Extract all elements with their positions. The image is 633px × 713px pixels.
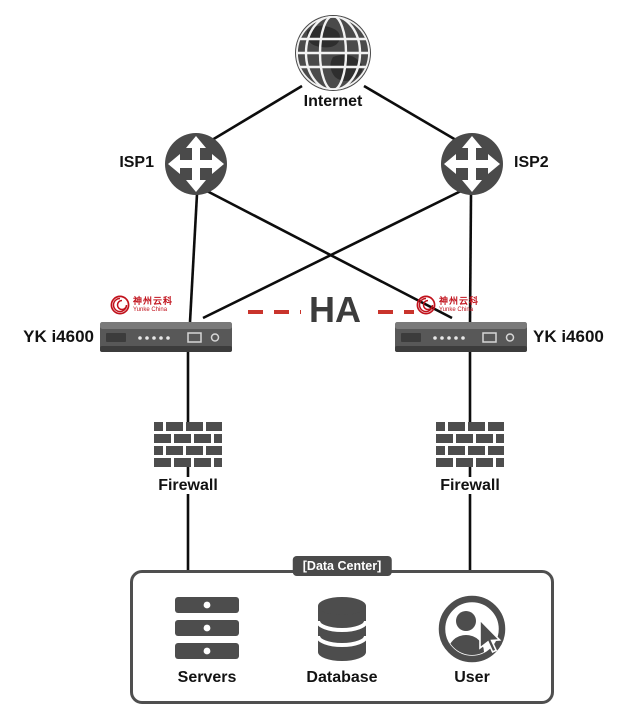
yunke-logo-cn: 神州云科 xyxy=(133,296,174,307)
isp1-router-icon xyxy=(165,133,227,195)
yk-left-label: YK i4600 xyxy=(23,327,94,346)
yunke-logo-right: 神州云科 Yunke China xyxy=(416,295,479,315)
isp1-label: ISP1 xyxy=(119,154,154,171)
firewall-left-icon xyxy=(154,422,222,467)
isp2-router-icon xyxy=(441,133,503,195)
firewall-right-label-text: Firewall xyxy=(436,477,504,494)
servers-icon xyxy=(175,597,239,659)
yunke-logo-en: Yunke China xyxy=(439,306,474,313)
load-balancer-left-icon xyxy=(100,322,232,352)
user-icon xyxy=(438,595,506,663)
yunke-logo-cn: 神州云科 xyxy=(439,296,480,307)
firewall-right-label: Firewall xyxy=(436,477,504,495)
internet-label: Internet xyxy=(303,93,363,110)
internet-globe-icon xyxy=(295,15,371,91)
yunke-swirl-icon xyxy=(416,295,436,315)
firewall-right-icon xyxy=(436,422,504,467)
firewall-left-label-text: Firewall xyxy=(154,477,222,494)
ha-label: HA xyxy=(301,291,369,329)
database-icon xyxy=(316,597,368,661)
datacenter-badge: [Data Center] xyxy=(292,556,392,576)
isp2-label: ISP2 xyxy=(514,154,549,171)
yunke-logo-en: Yunke China xyxy=(133,306,168,313)
load-balancer-right-icon xyxy=(395,322,527,352)
servers-label: Servers xyxy=(177,669,237,686)
yk-right-label: YK i4600 xyxy=(533,327,604,346)
yunke-swirl-icon xyxy=(110,295,130,315)
database-label: Database xyxy=(306,669,378,686)
firewall-left-label: Firewall xyxy=(154,477,222,495)
user-label: User xyxy=(454,669,490,686)
yunke-logo-left: 神州云科 Yunke China xyxy=(110,295,173,315)
